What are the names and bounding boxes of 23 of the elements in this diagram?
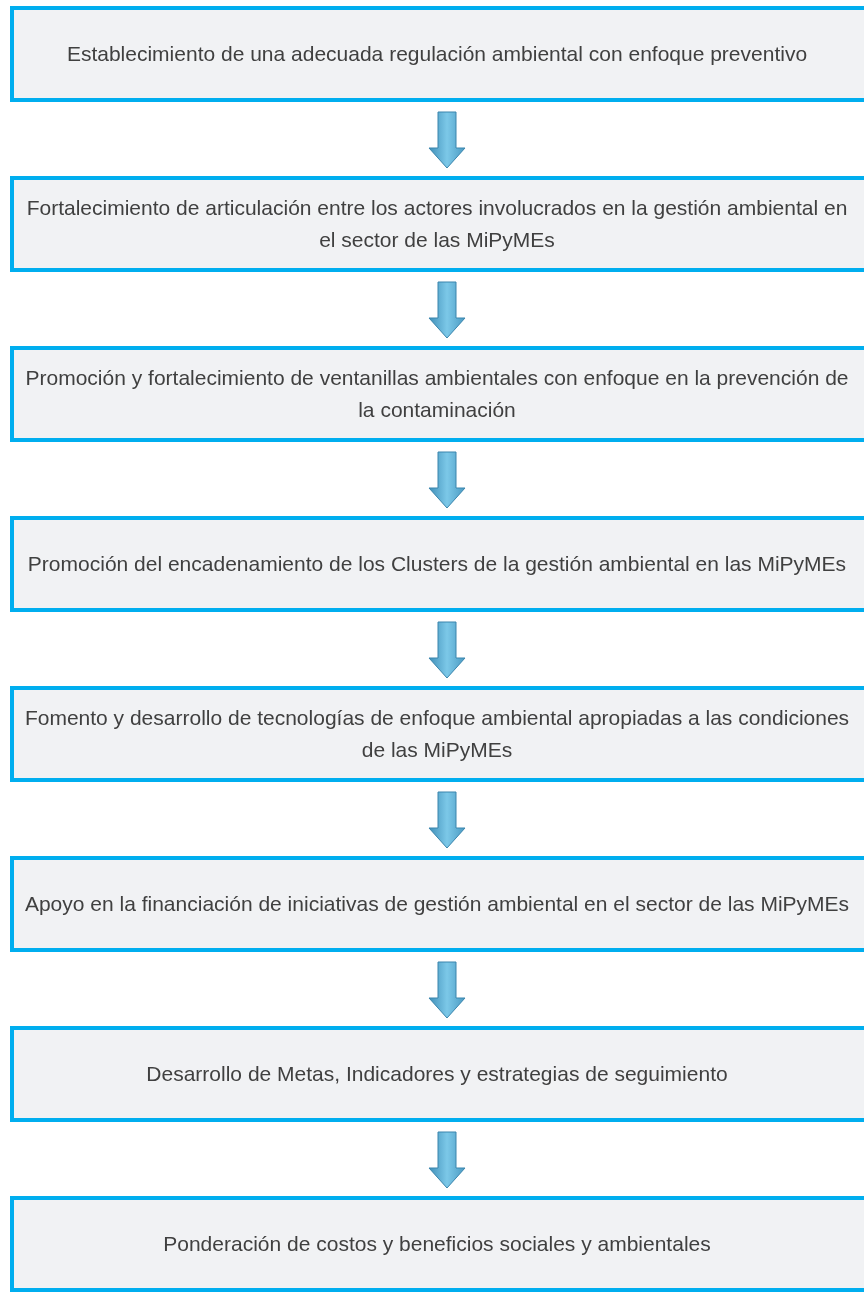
block-arrow: [428, 1131, 466, 1189]
block-arrow: [428, 111, 466, 169]
box-text: Promoción del encadenamiento de los Clusters de la gestión ambiental en las MiPyMEs: [27, 551, 847, 577]
process-box: [10, 6, 864, 102]
box-text: Fortalecimiento de articulación entre los actores involucrados en la gestión ambiental en el sector de las MiPyMEs: [25, 195, 849, 253]
process-box: [10, 1026, 864, 1122]
block-arrow: [428, 791, 466, 849]
box-text: Ponderación de costos y beneficios sociales y ambientales: [163, 1231, 711, 1257]
process-box: [10, 176, 864, 272]
block-arrow: [428, 451, 466, 509]
process-box: [10, 516, 864, 612]
box-text: Fomento y desarrollo de tecnologías de enfoque ambiental apropiadas a las condiciones de las MiPyMEs: [23, 705, 851, 763]
box-text: Promoción y fortalecimiento de ventanillas ambientales con enfoque en la prevención de la contaminación: [24, 365, 850, 423]
box-text: Apoyo en la financiación de iniciativas de gestión ambiental en el sector de las MiPyMEs: [24, 891, 850, 917]
box-text: Establecimiento de una adecuada regulación ambiental con enfoque preventivo: [66, 41, 808, 67]
block-arrow: [428, 961, 466, 1019]
process-box: [10, 856, 864, 952]
block-arrow: [428, 281, 466, 339]
box-text: Desarrollo de Metas, Indicadores y estrategias de seguimiento: [146, 1061, 728, 1087]
process-box: [10, 686, 864, 782]
process-box: [10, 1196, 864, 1292]
block-arrow: [428, 621, 466, 679]
process-box: [10, 346, 864, 442]
